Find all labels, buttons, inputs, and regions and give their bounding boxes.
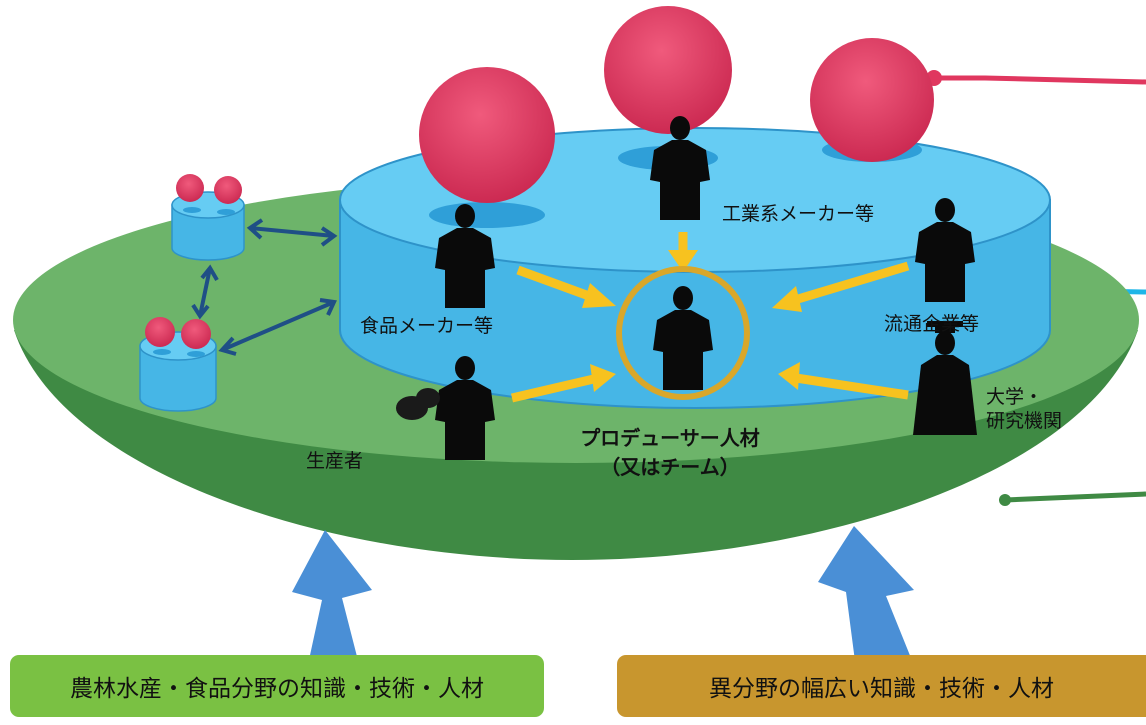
green-connector-line [1004, 491, 1146, 503]
distribution-label: 流通企業等 [884, 313, 980, 335]
agri-food-knowledge-box: 農林水産・食品分野の知識・技術・人材 [10, 655, 544, 717]
contribution-arrows [510, 232, 910, 403]
green-connector-dot [999, 494, 1011, 506]
producer-talent-line2: （又はチーム） [600, 455, 740, 479]
producer-label: 生産者 [306, 450, 364, 472]
producer-ring [616, 266, 750, 400]
university-label-line1: 大学・ [986, 386, 1044, 408]
vegetables-icon [396, 388, 440, 420]
mini-cylinder-top [171, 174, 245, 261]
red-ball-right [810, 38, 934, 162]
red-ball-left [419, 67, 555, 203]
cross-field-knowledge-box: 異分野の幅広い知識・技術・人材 [617, 655, 1146, 717]
cross-field-knowledge-text: 異分野の幅広い知識・技術・人材 [709, 676, 1054, 702]
link-arrows [191, 218, 338, 356]
mini-cylinder-bottom [139, 317, 217, 412]
pink-connector-line [934, 75, 1146, 85]
university-label-line2: 研究機関 [986, 410, 1063, 432]
producer-talent-line1: プロデューサー人材 [580, 426, 760, 450]
industrial-maker-label: 工業系メーカー等 [722, 203, 875, 225]
red-ball-center [604, 6, 732, 134]
food-maker-label: 食品メーカー等 [360, 315, 494, 337]
producer-talent-title: プロデューサー人材 （又はチーム） [520, 424, 820, 482]
agri-food-knowledge-text: 農林水産・食品分野の知識・技術・人材 [70, 676, 484, 702]
